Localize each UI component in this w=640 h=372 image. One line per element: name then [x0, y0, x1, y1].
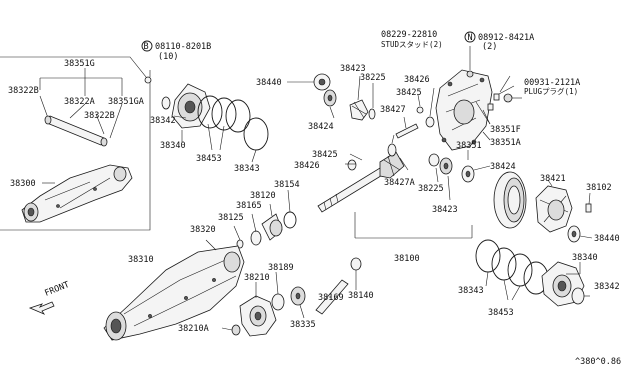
label-38427a: 38427A [384, 178, 415, 188]
label-38154: 38154 [274, 180, 300, 190]
side-cover-bottom [475, 239, 590, 307]
label-38210: 38210 [244, 273, 270, 283]
label-38300: 38300 [10, 179, 36, 189]
label-38424-top: 38424 [308, 122, 334, 132]
label-38225-mid: 38225 [418, 184, 444, 194]
side-cover-top [144, 70, 269, 163]
differential-carrier-housing [103, 239, 245, 341]
pin-38427 [395, 116, 419, 139]
label-38340-bottom: 38340 [572, 253, 598, 263]
label-38169: 38169 [318, 293, 344, 303]
label-38322a: 38322A [64, 97, 95, 107]
label-38343-top: 38343 [234, 164, 260, 174]
rear-cover-assembly [416, 46, 522, 160]
differential-case [535, 179, 593, 243]
label-38423-mid: 38423 [432, 205, 458, 215]
label-38425-top: 38425 [396, 88, 422, 98]
label-38310: 38310 [128, 255, 154, 265]
drive-pinion-shaft [317, 134, 473, 239]
label-38351a: 38351A [490, 138, 521, 148]
label-38342-top: 38342 [150, 116, 176, 126]
inset-carrier-housing [21, 164, 133, 223]
label-38421: 38421 [540, 174, 566, 184]
upper-pinion-bearings [287, 73, 376, 121]
label-plug-number: 00931-2121A [524, 78, 580, 88]
pinion-bearings-lower [428, 153, 491, 201]
diagram-reference-code: ^380^0.86 [575, 357, 621, 367]
inset-leaders [39, 68, 123, 184]
label-38453-top: 38453 [196, 154, 222, 164]
label-38189: 38189 [268, 263, 294, 273]
front-label: FRONT [43, 280, 70, 299]
label-38351f: 38351F [490, 125, 521, 135]
label-38342-bottom: 38342 [594, 282, 620, 292]
label-bolt-08110: 08110-8201B [155, 42, 211, 52]
label-stud-number: 08229-22810 [381, 30, 437, 40]
label-38440-top: 38440 [256, 78, 282, 88]
label-38102: 38102 [586, 183, 612, 193]
label-38140: 38140 [348, 291, 374, 301]
label-38351ga: 38351GA [108, 97, 144, 107]
label-38453-bottom: 38453 [488, 308, 514, 318]
label-38100: 38100 [394, 254, 420, 264]
label-38424-mid: 38424 [490, 162, 516, 172]
label-38351: 38351 [456, 141, 482, 151]
label-38426-top: 38426 [404, 75, 430, 85]
side-bearing-retainer [221, 257, 362, 337]
label-38426-mid: 38426 [294, 161, 320, 171]
circle-letter-n: N [467, 33, 472, 43]
bolt-symbol-b-icon [141, 40, 153, 52]
inset-axle-tube [44, 115, 108, 147]
label-38125: 38125 [218, 213, 244, 223]
label-38351g: 38351G [64, 59, 95, 69]
label-nut-number: 08912-8421A [478, 33, 534, 43]
label-38440-right: 38440 [594, 234, 620, 244]
label-38425-mid: 38425 [312, 150, 338, 160]
axle-shaft-parts [233, 189, 297, 249]
label-38225-top: 38225 [360, 73, 386, 83]
front-arrow-icon [28, 301, 55, 315]
label-38210a: 38210A [178, 324, 209, 334]
label-stud-text: STUDスタッド(2) [381, 40, 443, 49]
label-38322b-lower: 38322B [84, 111, 115, 121]
label-38427: 38427 [380, 105, 406, 115]
label-38335: 38335 [290, 320, 316, 330]
label-38320: 38320 [190, 225, 216, 235]
label-38340-top: 38340 [160, 141, 186, 151]
nut-symbol-n-icon [464, 31, 476, 43]
label-plug-text: PLUGプラグ(1) [524, 86, 578, 96]
label-nut-qty: (2) [482, 42, 497, 52]
label-38423-top: 38423 [340, 64, 366, 74]
label-38343-bottom: 38343 [458, 286, 484, 296]
label-38120: 38120 [250, 191, 276, 201]
ring-gear [493, 171, 527, 229]
label-38165: 38165 [236, 201, 262, 211]
circle-letter-b: B [143, 42, 148, 52]
label-bolt-qty: (10) [158, 52, 178, 62]
label-38322b-upper: 38322B [8, 86, 39, 96]
